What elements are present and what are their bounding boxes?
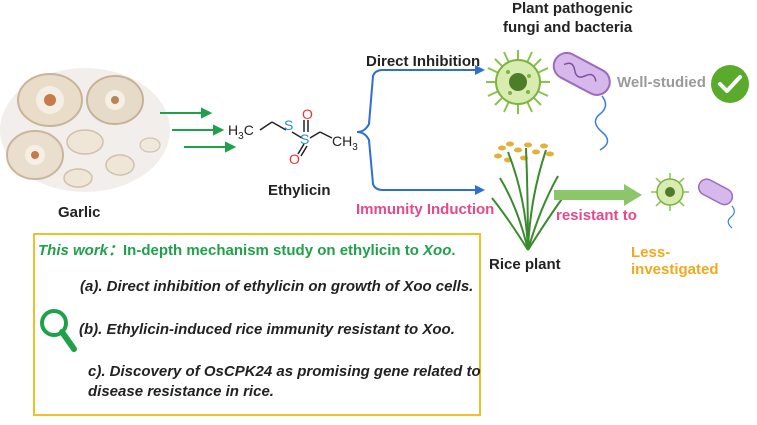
- rice-plant-label: Rice plant: [489, 256, 561, 273]
- pathogen-title-line1: Plant pathogenic: [512, 0, 633, 17]
- svg-text:H3C: H3C: [228, 122, 254, 142]
- this-work-title: This work：In-depth mechanism study on et…: [38, 239, 456, 260]
- this-work-xoo: Xoo: [423, 242, 452, 259]
- garlic-label: Garlic: [58, 204, 101, 221]
- immunity-induction-label: Immunity Induction: [356, 201, 495, 218]
- bacterium-icon: [552, 51, 611, 151]
- work-item-a: (a). Direct inhibition of ethylicin on g…: [80, 278, 474, 295]
- ch3-sub: 3: [352, 142, 358, 153]
- work-item-b: (b). Ethylicin-induced rice immunity res…: [79, 321, 455, 338]
- oxygen-bottom: O: [289, 151, 300, 167]
- work-item-c-line1: c). Discovery of OsCPK24 as promising ge…: [88, 363, 481, 380]
- direct-inhibition-label: Direct Inhibition: [366, 53, 481, 70]
- green-arrows: [160, 107, 237, 153]
- svg-text:CH3: CH3: [332, 133, 358, 153]
- fungus-icon: [486, 50, 550, 114]
- h3c-sub: 3: [238, 131, 244, 142]
- pathogen-title-line2: fungi and bacteria: [503, 19, 633, 36]
- work-item-c-line2: disease resistance in rice.: [88, 383, 274, 400]
- ethylicin-label: Ethylicin: [268, 182, 331, 199]
- this-work-end: .: [451, 242, 456, 259]
- garlic-image: [0, 68, 170, 192]
- sulfur-2: S: [300, 131, 309, 147]
- h3c-h: H: [228, 122, 238, 138]
- rice-plant-icon: [491, 141, 565, 251]
- less-investigated-label: Less-investigated: [631, 244, 719, 278]
- branch-arrows: [356, 65, 485, 195]
- sulfur-1: S: [284, 117, 293, 133]
- ethylicin-structure: H3C S S O O CH3: [228, 108, 358, 167]
- well-studied-label: Well-studied: [617, 74, 706, 91]
- oxygen-top: O: [302, 108, 313, 122]
- bacterium-small-icon: [697, 178, 735, 229]
- this-work-text: In-depth mechanism study on ethylicin to: [123, 242, 424, 259]
- this-work-box: [33, 233, 481, 416]
- this-work-prefix: This work：: [38, 242, 124, 259]
- resistant-arrow: [554, 184, 642, 206]
- ch3-ch: CH: [332, 133, 352, 149]
- magnifier-icon: [40, 309, 77, 352]
- resistant-to-label: resistant to: [556, 207, 637, 224]
- fungus-small-icon: [651, 173, 689, 211]
- h3c-c: C: [244, 122, 254, 138]
- check-icon: [711, 65, 749, 103]
